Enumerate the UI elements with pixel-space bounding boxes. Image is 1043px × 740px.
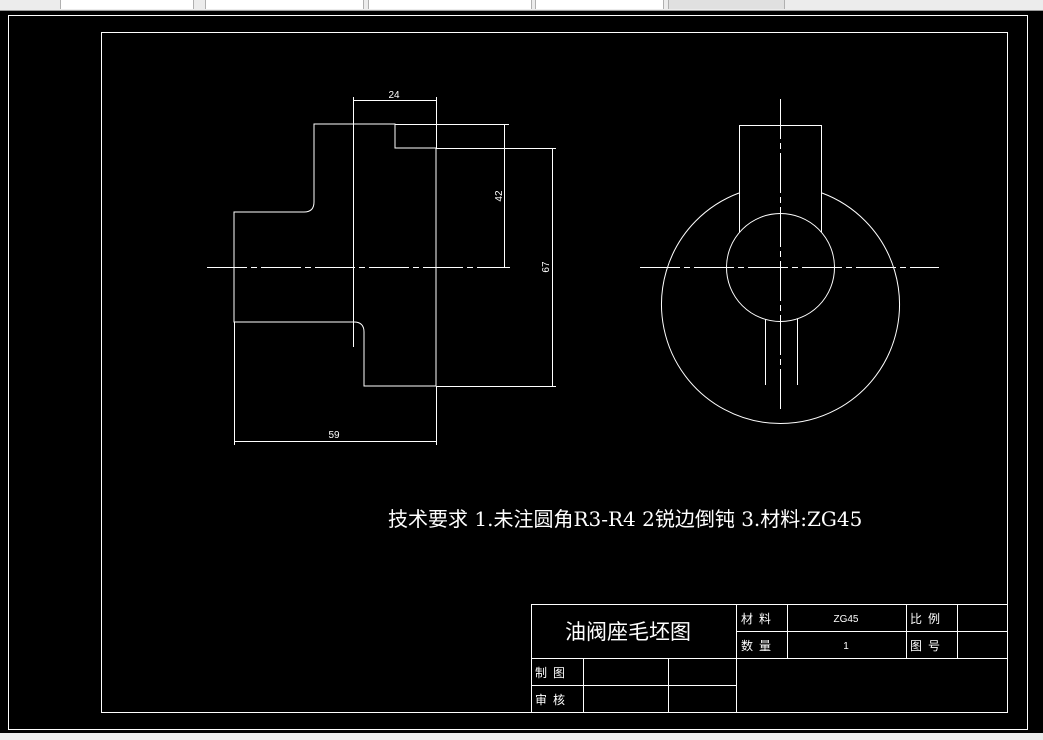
technical-requirements: 技术要求 1.未注圆角R3-R4 2锐边倒钝 3.材料:ZG45 bbox=[388, 507, 862, 531]
end-view bbox=[640, 99, 939, 424]
outer-border bbox=[8, 15, 1028, 730]
document-tab-bar bbox=[0, 0, 1043, 11]
quantity-value: 1 bbox=[843, 641, 849, 652]
scale-label: 比例 bbox=[910, 612, 946, 626]
outer-circle bbox=[661, 192, 900, 424]
plotstyle-dropdown[interactable] bbox=[668, 0, 785, 9]
quantity-label: 数量 bbox=[741, 638, 777, 653]
layer-dropdown[interactable] bbox=[205, 0, 364, 9]
hatched-section bbox=[233, 123, 437, 387]
dimension-42: 42 bbox=[494, 190, 505, 202]
dimension-67: 67 bbox=[541, 261, 552, 273]
toolbar-tab[interactable] bbox=[60, 0, 194, 9]
dimension-59: 59 bbox=[328, 430, 340, 441]
section-view: 24 42 67 59 bbox=[207, 90, 556, 445]
drawing-title: 油阀座毛坯图 bbox=[565, 620, 691, 644]
linetype-dropdown[interactable] bbox=[368, 0, 532, 9]
material-value: ZG45 bbox=[833, 614, 858, 625]
title-block: 油阀座毛坯图 材料 ZG45 数量 1 比例 图号 制图 审核 bbox=[531, 604, 1008, 713]
drawn-by-label: 制图 bbox=[535, 666, 571, 680]
status-strip bbox=[0, 733, 1043, 740]
material-label: 材料 bbox=[741, 612, 777, 626]
drawing-number-label: 图号 bbox=[910, 639, 946, 653]
inner-border bbox=[101, 32, 1008, 713]
checked-by-label: 审核 bbox=[535, 692, 571, 707]
lineweight-dropdown[interactable] bbox=[535, 0, 664, 9]
dimension-24: 24 bbox=[388, 90, 400, 101]
